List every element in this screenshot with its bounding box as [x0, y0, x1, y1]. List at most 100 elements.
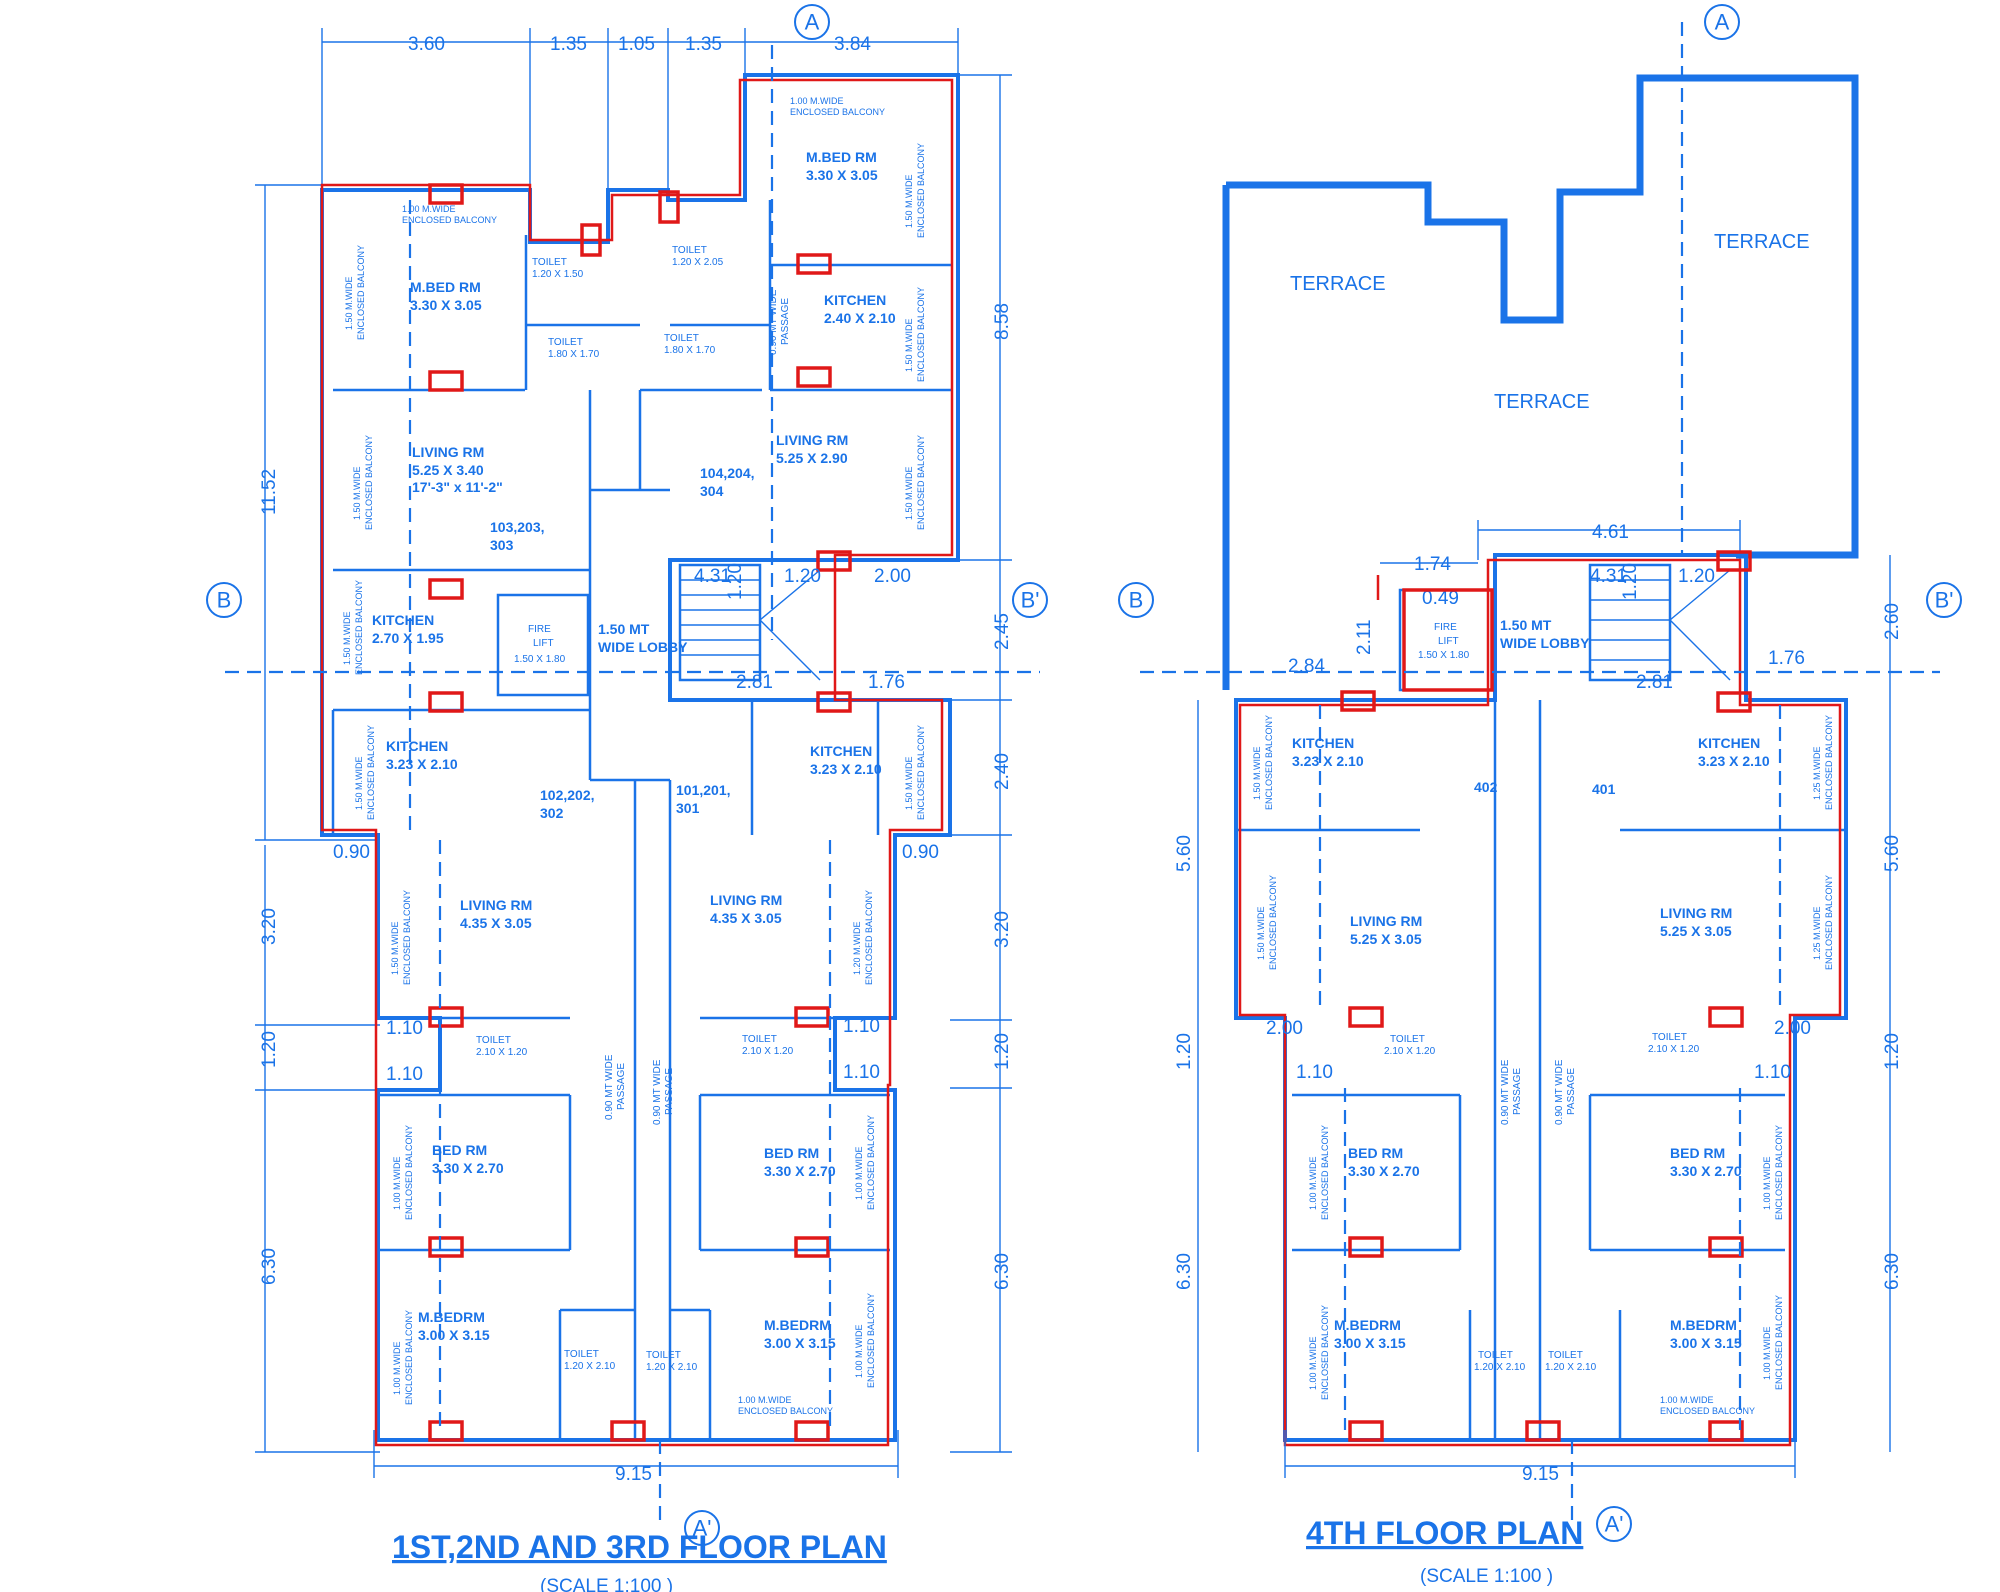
dim-bottom: 9.15 — [615, 1464, 652, 1485]
room-size: 3.30 X 3.05 — [806, 167, 878, 183]
svg-text:1.10: 1.10 — [843, 1062, 880, 1083]
flat-number: 103,203, — [490, 519, 545, 535]
lift-size: 1.50 X 1.80 — [514, 654, 566, 665]
svg-text:ENCLOSED BALCONY: ENCLOSED BALCONY — [402, 215, 497, 225]
plan1-red-outline — [320, 78, 954, 1447]
plan1-passage-labels: 0.90 MT WIDE PASSAGE 0.90 MT WIDE PASSAG… — [514, 289, 791, 1125]
svg-text:ENCLOSED BALCONY: ENCLOSED BALCONY — [366, 725, 376, 820]
svg-text:5.25 X 3.05: 5.25 X 3.05 — [1660, 923, 1732, 939]
dim-left-1: 11.52 — [259, 469, 280, 515]
svg-text:TOILET: TOILET — [548, 337, 583, 348]
svg-text:0.90: 0.90 — [333, 842, 370, 863]
room-size: 2.70 X 1.95 — [372, 630, 444, 646]
room-size: 3.30 X 3.05 — [410, 297, 482, 313]
svg-text:ENCLOSED BALCONY: ENCLOSED BALCONY — [364, 435, 374, 530]
svg-text:3.30 X 2.70: 3.30 X 2.70 — [1348, 1163, 1420, 1179]
terrace-labels: TERRACE TERRACE TERRACE — [1290, 231, 1810, 413]
svg-text:A': A' — [1605, 1512, 1624, 1537]
svg-text:2.84: 2.84 — [1288, 656, 1325, 677]
svg-text:ENCLOSED BALCONY: ENCLOSED BALCONY — [1268, 875, 1278, 970]
svg-text:1.00 M.WIDE: 1.00 M.WIDE — [854, 1146, 864, 1200]
svg-text:ENCLOSED BALCONY: ENCLOSED BALCONY — [1320, 1305, 1330, 1400]
terrace-label: TERRACE — [1494, 391, 1590, 413]
grid-bubble-Aprime-plan1: A' — [684, 1510, 720, 1546]
svg-text:M.BEDRM: M.BEDRM — [1334, 1317, 1401, 1333]
svg-text:1.50 M.WIDE: 1.50 M.WIDE — [1256, 906, 1266, 960]
svg-text:0.90 MT WIDE: 0.90 MT WIDE — [1500, 1059, 1511, 1125]
svg-text:5.60: 5.60 — [1174, 835, 1195, 872]
svg-text:1.20: 1.20 — [725, 563, 746, 600]
svg-text:ENCLOSED BALCONY: ENCLOSED BALCONY — [354, 580, 364, 675]
plan1-scale: (SCALE 1:100 ) — [540, 1576, 673, 1592]
svg-text:1.20 X 2.05: 1.20 X 2.05 — [672, 257, 724, 268]
svg-text:FIRE: FIRE — [1434, 622, 1457, 633]
plan-1: 3.60 1.35 1.05 1.35 3.84 11.52 3.20 1.20… — [206, 4, 1048, 1592]
svg-text:1.50 M.WIDE: 1.50 M.WIDE — [904, 174, 914, 228]
room-size: 3.23 X 2.10 — [386, 756, 458, 772]
svg-text:1.20: 1.20 — [1620, 563, 1641, 600]
svg-text:0.90 MT WIDE: 0.90 MT WIDE — [768, 289, 779, 355]
svg-text:1.10: 1.10 — [1754, 1062, 1791, 1083]
svg-text:ENCLOSED BALCONY: ENCLOSED BALCONY — [404, 1125, 414, 1220]
dim-top-1: 3.60 — [408, 34, 445, 55]
svg-text:ENCLOSED BALCONY: ENCLOSED BALCONY — [356, 245, 366, 340]
svg-text:TOILET: TOILET — [476, 1035, 511, 1046]
svg-text:1.00 M.WIDE: 1.00 M.WIDE — [854, 1324, 864, 1378]
plan2-grid — [1140, 22, 1940, 1525]
svg-text:TOILET: TOILET — [1390, 1034, 1425, 1045]
svg-text:PASSAGE: PASSAGE — [1512, 1068, 1523, 1115]
grid-bubble-A-plan1: A — [794, 4, 830, 40]
lift-label: LIFT — [533, 638, 554, 649]
room-label: KITCHEN — [824, 292, 886, 308]
dim-left-4: 6.30 — [259, 1248, 280, 1285]
svg-text:1.20 M.WIDE: 1.20 M.WIDE — [852, 921, 862, 975]
flat-number: 101,201, — [676, 782, 731, 798]
plan1-top-dimensions: 3.60 1.35 1.05 1.35 3.84 — [321, 28, 959, 200]
plan2-top-dimensions: 4.61 1.74 0.49 2.11 2.84 4.31 1.20 1.20 … — [1288, 520, 1805, 693]
svg-text:ENCLOSED BALCONY: ENCLOSED BALCONY — [1774, 1125, 1784, 1220]
flat-number: 402 — [1474, 779, 1498, 795]
svg-text:3.00 X 3.15: 3.00 X 3.15 — [1670, 1335, 1742, 1351]
svg-text:1.00 M.WIDE: 1.00 M.WIDE — [738, 1395, 792, 1405]
svg-text:1.50 M.WIDE: 1.50 M.WIDE — [390, 921, 400, 975]
svg-text:1.25 M.WIDE: 1.25 M.WIDE — [1812, 746, 1822, 800]
svg-text:B': B' — [1021, 588, 1040, 613]
flat-number: 104,204, — [700, 465, 755, 481]
svg-text:2.10 X 1.20: 2.10 X 1.20 — [476, 1047, 528, 1058]
room-label: LIVING RM — [460, 897, 532, 913]
svg-text:LIFT: LIFT — [1438, 636, 1459, 647]
room-label: M.BED RM — [410, 279, 481, 295]
room-label: M.BEDRM — [764, 1317, 831, 1333]
svg-text:1.20 X 2.10: 1.20 X 2.10 — [1474, 1362, 1526, 1373]
svg-text:B: B — [217, 588, 232, 613]
svg-text:A': A' — [693, 1516, 712, 1541]
svg-text:0.90 MT WIDE: 0.90 MT WIDE — [1554, 1059, 1565, 1125]
svg-text:1.50 M.WIDE: 1.50 M.WIDE — [352, 466, 362, 520]
svg-text:ENCLOSED BALCONY: ENCLOSED BALCONY — [402, 890, 412, 985]
grid-bubble-A-plan2: A — [1704, 4, 1740, 40]
plan1-misc-dimensions: 0.90 0.90 1.10 1.10 1.10 1.10 4.31 1.20 … — [333, 563, 939, 1085]
svg-text:M.BEDRM: M.BEDRM — [1670, 1317, 1737, 1333]
terrace-label: TERRACE — [1714, 231, 1810, 253]
svg-text:WIDE LOBBY: WIDE LOBBY — [1500, 635, 1590, 651]
svg-text:1.00 M.WIDE: 1.00 M.WIDE — [1660, 1395, 1714, 1405]
svg-text:TOILET: TOILET — [1548, 1350, 1583, 1361]
plan1-balcony-labels: 1.00 M.WIDE ENCLOSED BALCONY 1.00 M.WIDE… — [342, 96, 926, 1416]
svg-text:1.50 M.WIDE: 1.50 M.WIDE — [904, 466, 914, 520]
room-size: 5.25 X 2.90 — [776, 450, 848, 466]
plan1-right-dimensions: 8.58 2.45 2.40 3.20 1.20 6.30 — [950, 74, 1013, 1453]
svg-text:4.31: 4.31 — [694, 566, 731, 587]
flat-number: 301 — [676, 800, 700, 816]
svg-text:3.00 X 3.15: 3.00 X 3.15 — [1334, 1335, 1406, 1351]
svg-text:ENCLOSED BALCONY: ENCLOSED BALCONY — [404, 1310, 414, 1405]
svg-text:1.50 M.WIDE: 1.50 M.WIDE — [1252, 746, 1262, 800]
svg-text:1.25 M.WIDE: 1.25 M.WIDE — [1812, 906, 1822, 960]
dim-right-3: 2.40 — [992, 753, 1013, 790]
plan2-annotations: TOILET 2.10 X 1.20 TOILET 2.10 X 1.20 TO… — [1252, 617, 1834, 1416]
lift-label: FIRE — [528, 624, 551, 635]
room-size: 3.30 X 2.70 — [432, 1160, 504, 1176]
svg-text:PASSAGE: PASSAGE — [616, 1063, 627, 1110]
dim-top-2: 1.35 — [550, 34, 587, 55]
svg-text:LIVING RM: LIVING RM — [1660, 905, 1732, 921]
